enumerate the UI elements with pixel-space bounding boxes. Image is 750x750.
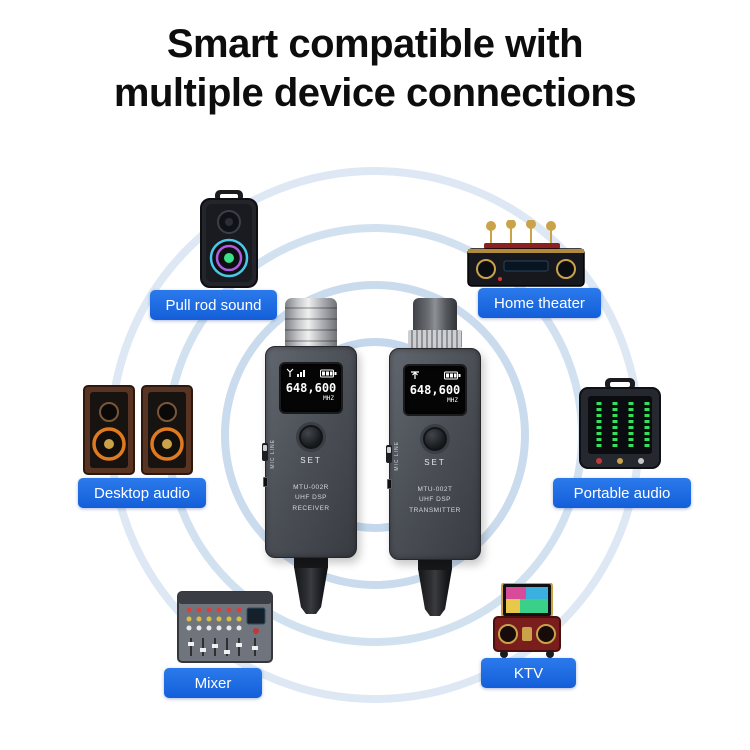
- side-switch-label: MIC LINE: [270, 439, 276, 469]
- transmitter-model: MTU-002T: [417, 486, 453, 493]
- label-portable-audio: Portable audio: [553, 478, 691, 508]
- set-button-label: SET: [424, 458, 446, 467]
- frequency-unit: MHZ: [323, 395, 334, 402]
- receiver-device: 648,600 MHZ SET MTU-002R UHF DSP RECEIVE…: [262, 298, 357, 614]
- label-desktop-audio: Desktop audio: [78, 478, 206, 508]
- transmitter-type-line-1: UHF DSP: [418, 496, 451, 504]
- frequency-unit: MHZ: [447, 397, 458, 404]
- xlr-female-connector-top: [408, 298, 462, 348]
- xlr-barrel: [413, 298, 457, 330]
- trolley-speaker-image: [200, 190, 258, 288]
- frequency-readout: 648,600: [285, 381, 337, 395]
- receiver-screen: 648,600 MHZ: [279, 362, 343, 414]
- battery-full-icon: [320, 369, 337, 377]
- xlr-knurled-collar: [408, 330, 462, 348]
- side-switch-label: MIC LINE: [394, 441, 400, 471]
- page-title: Smart compatible with multiple device co…: [0, 20, 750, 118]
- label-mixer: Mixer: [164, 668, 262, 698]
- usb-port: [387, 479, 392, 489]
- xlr-male-connector-top: [285, 298, 337, 346]
- transmitter-device: 648,600 MHZ SET MTU-002T UHF DSP TRANSMI…: [386, 298, 481, 616]
- av-receiver-with-microphones-image: [467, 220, 585, 287]
- set-button: [423, 427, 447, 451]
- portable-pa-system-image: [579, 378, 661, 469]
- set-button: [299, 425, 323, 449]
- label-ktv: KTV: [481, 658, 576, 688]
- transmitter-type-line-2: TRANSMITTER: [409, 506, 461, 514]
- label-home-theater: Home theater: [478, 288, 601, 318]
- bookshelf-speakers-image: [83, 385, 193, 475]
- receiver-model-block: MTU-002R UHF DSP RECEIVER: [292, 483, 329, 514]
- transmitter-model-block: MTU-002T UHF DSP TRANSMITTER: [409, 485, 461, 516]
- xlr-plug-bottom: [418, 570, 452, 616]
- antenna-icon: [411, 371, 419, 379]
- mic-line-switch: [386, 445, 392, 463]
- antenna-y-signal-bars-icon: [286, 368, 305, 377]
- transmitter-body: 648,600 MHZ SET MTU-002T UHF DSP TRANSMI…: [386, 348, 481, 560]
- set-button-label: SET: [300, 456, 322, 465]
- xlr-plug-bottom: [294, 568, 328, 614]
- title-line-2: multiple device connections: [113, 70, 637, 115]
- connector-neck: [294, 558, 328, 568]
- frequency-readout: 648,600: [409, 383, 461, 397]
- usb-port: [263, 477, 268, 487]
- receiver-body: 648,600 MHZ SET MTU-002R UHF DSP RECEIVE…: [262, 346, 357, 558]
- label-pull-rod-sound: Pull rod sound: [150, 290, 277, 320]
- receiver-type-line-1: UHF DSP: [294, 494, 327, 502]
- title-line-1: Smart compatible with: [166, 22, 584, 66]
- receiver-model: MTU-002R: [293, 484, 329, 491]
- receiver-type-line-2: RECEIVER: [292, 504, 330, 512]
- audio-mixer-image: [177, 591, 273, 663]
- battery-full-icon: [444, 371, 461, 379]
- transmitter-screen: 648,600 MHZ: [403, 364, 467, 416]
- karaoke-machine-image: [493, 583, 561, 658]
- connector-neck: [418, 560, 452, 570]
- mic-line-switch: [262, 443, 268, 461]
